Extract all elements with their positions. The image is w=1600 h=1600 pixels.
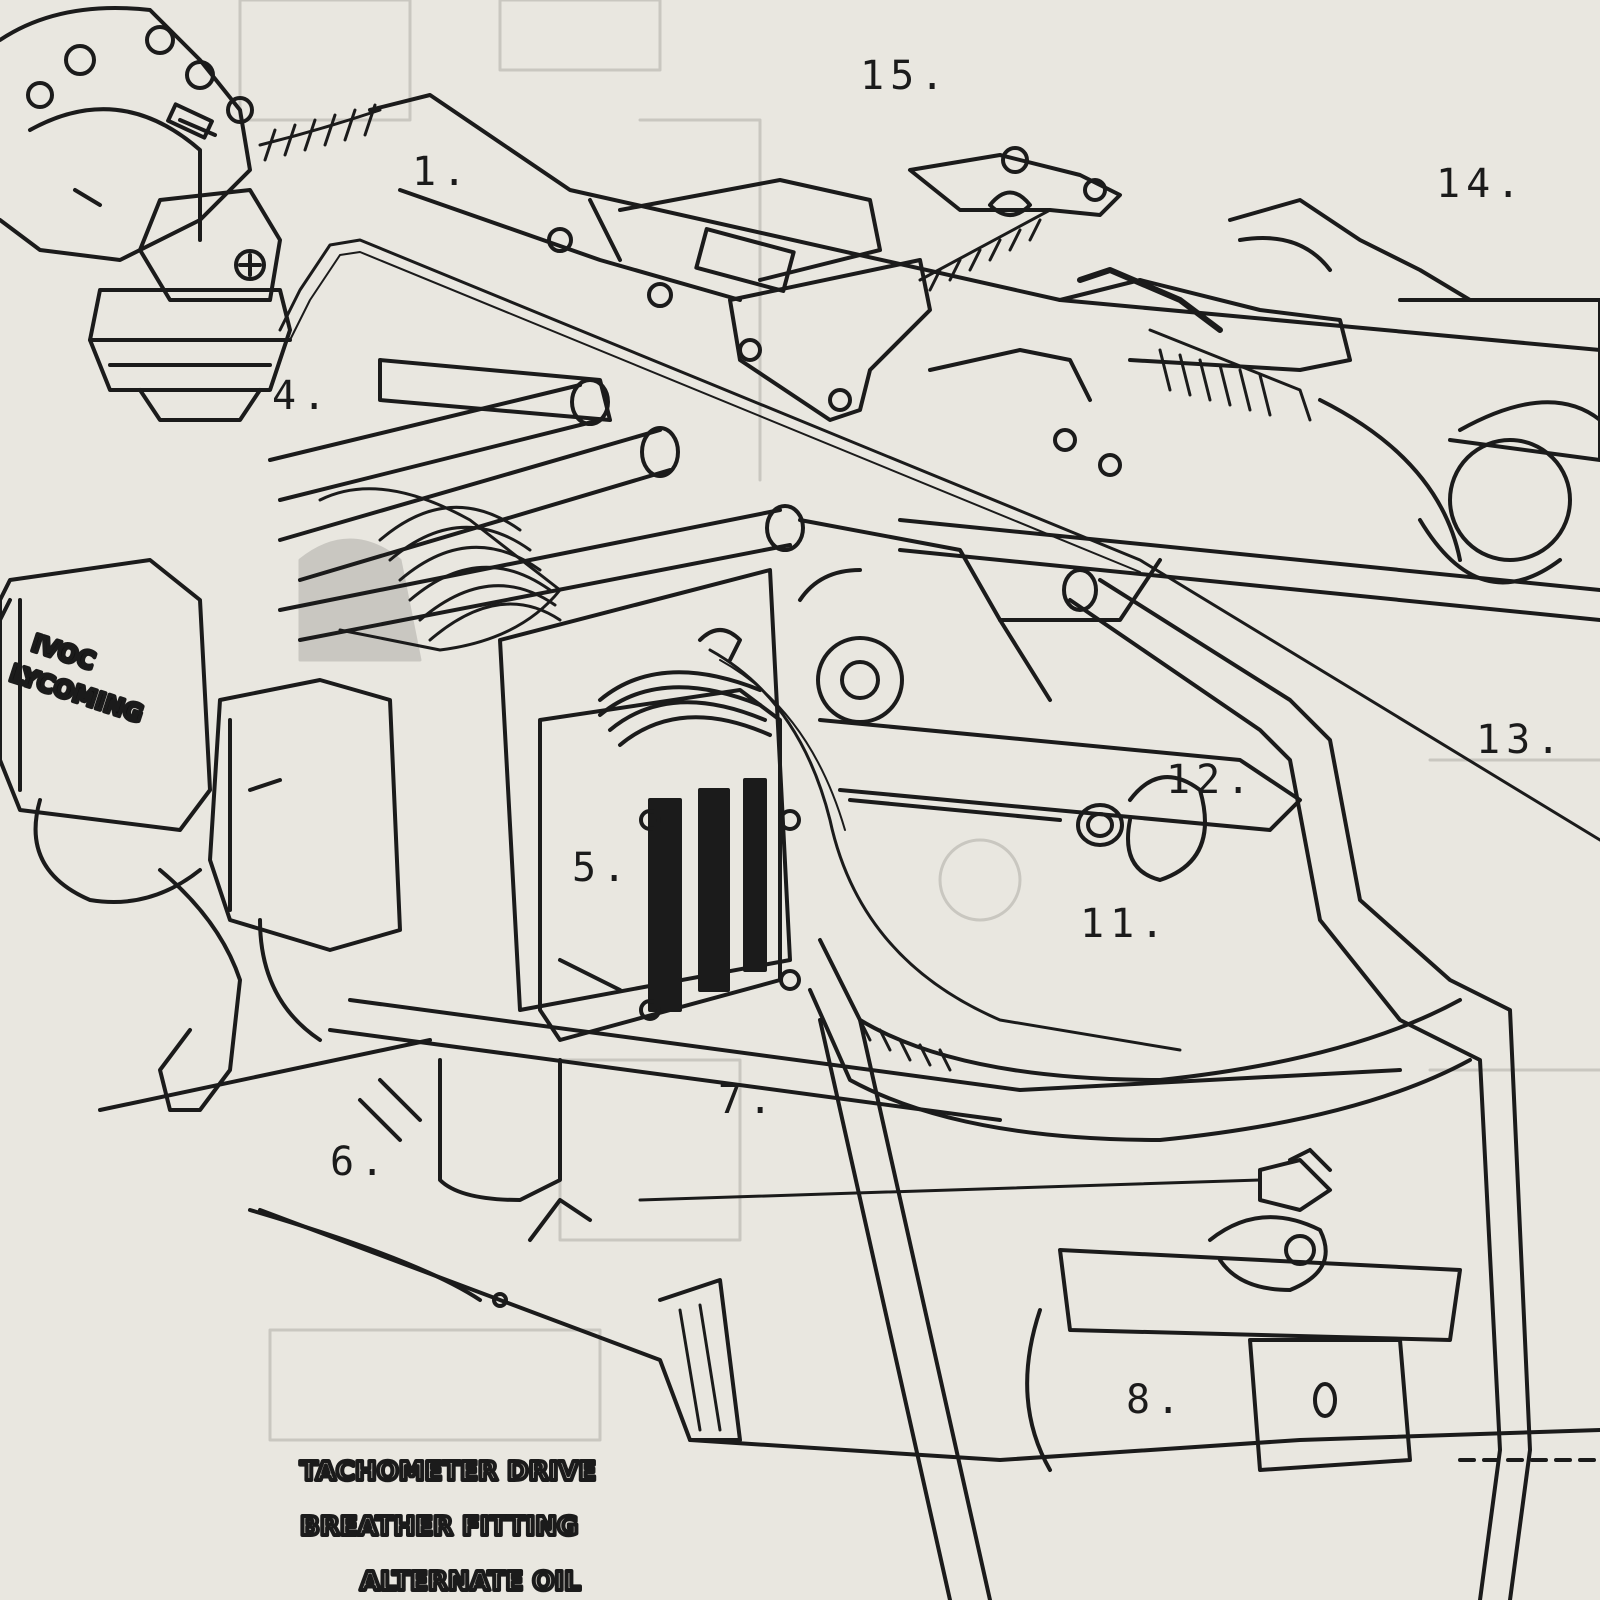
upper-hoses (928, 267, 1352, 477)
callout-4: 4. (272, 373, 333, 419)
exhaust-pipe (808, 938, 1472, 1142)
accessory-housing (0, 6, 254, 262)
fuel-line-inner (289, 251, 1141, 573)
callout-15: 15. (860, 53, 951, 99)
valve-cover-front (0, 558, 212, 832)
valve-cover-rear (208, 678, 402, 952)
callout-5: 5. (572, 845, 633, 891)
fuel-line (278, 238, 1600, 842)
bleed-through-layer (238, 0, 1600, 1442)
alternator (1228, 198, 1600, 585)
bleed-text-3: ALTERNATE OIL (360, 1567, 581, 1597)
intake-elbow (33, 798, 322, 1112)
cylinder-fins (298, 487, 562, 662)
crankcase-top (368, 93, 1600, 422)
callout-11: 11. (1080, 901, 1171, 947)
callout-7: 7. (718, 1077, 779, 1123)
callout-12: 12. (1166, 757, 1257, 803)
oil-tube (818, 718, 1302, 882)
fuel-filter (88, 188, 292, 422)
bleed-text-2: BREATHER FITTING (300, 1512, 578, 1542)
crankcase-center (798, 518, 1600, 724)
flex-hose (1062, 568, 1532, 1600)
throttle-linkage (908, 146, 1122, 292)
intake-tubes (268, 358, 805, 642)
callout-8: 8. (1126, 1377, 1187, 1423)
callout-14: 14. (1436, 161, 1527, 207)
ignition-lead-2 (719, 659, 846, 831)
magneto (498, 568, 801, 1042)
diagonal-rods (328, 998, 1402, 1600)
bleed-text-1: TACHOMETER DRIVE (300, 1457, 596, 1487)
callout-13: 13. (1476, 717, 1567, 763)
throttle-cable (638, 1148, 1332, 1212)
ignition-harness-top (258, 103, 382, 162)
callout-1: 1. (412, 149, 473, 195)
oil-sump (258, 1058, 1600, 1472)
callout-6: 6. (330, 1139, 391, 1185)
engine-mount (98, 1038, 592, 1308)
